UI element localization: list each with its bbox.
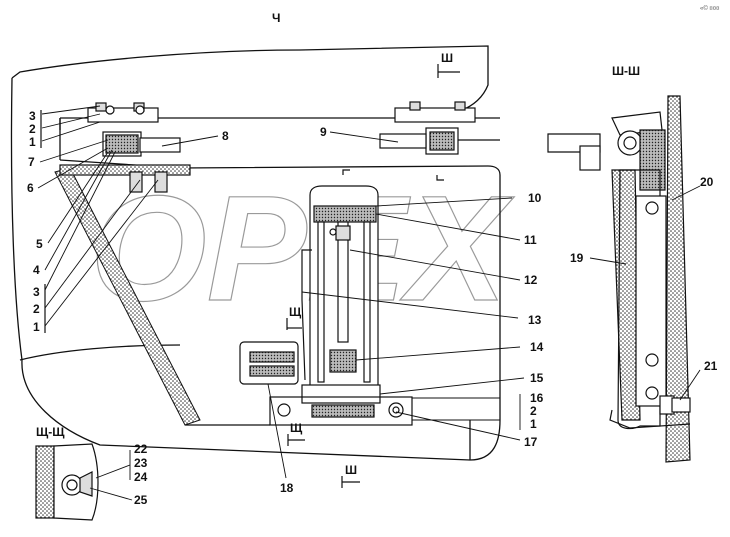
callout-13: 13 (528, 313, 542, 327)
callout-7: 7 (28, 155, 35, 169)
cut-label-shch-bottom: Щ (290, 421, 303, 435)
callout-15: 15 (530, 371, 544, 385)
side-leaders (589, 185, 701, 401)
cut-label-main-top: Ш (441, 51, 453, 65)
callout-18: 18 (280, 481, 294, 495)
callout-11: 11 (524, 233, 537, 247)
callout-20: 20 (700, 175, 714, 189)
detail-leaders (89, 450, 133, 501)
callout-10: 10 (528, 191, 542, 205)
callout-5: 5 (36, 237, 43, 251)
central-mechanism (269, 185, 413, 426)
callout-4: 4 (33, 263, 40, 277)
cut-label-shch-left: Щ (289, 305, 302, 319)
callout-24: 24 (134, 470, 148, 484)
callout-14: 14 (530, 340, 544, 354)
detail-view (35, 443, 99, 521)
cut-marks (286, 64, 460, 488)
cut-label-sh-bottom: Ш (345, 463, 357, 477)
callout-23: 23 (134, 456, 148, 470)
right-plate (411, 397, 501, 421)
callout-8: 8 (222, 129, 229, 143)
callout-3-bottom: 3 (33, 285, 40, 299)
callout-17: 17 (524, 435, 538, 449)
view-label: Ч (272, 11, 280, 25)
right-bracket (379, 101, 500, 155)
callout-1-top: 1 (29, 135, 36, 149)
callout-25: 25 (134, 493, 148, 507)
callout-3-top: 3 (29, 109, 36, 123)
leader-lines (37, 105, 525, 479)
callout-2-right: 2 (530, 404, 537, 418)
corner-mark: «© ¤¤¤ (700, 5, 719, 12)
callout-12: 12 (524, 273, 538, 287)
callout-9: 9 (320, 125, 327, 139)
side-view-title: Ш-Ш (612, 64, 640, 78)
callout-6: 6 (27, 181, 34, 195)
callout-16: 16 (530, 391, 544, 405)
part-18-box (239, 341, 299, 385)
side-view (547, 95, 691, 463)
callout-2-top: 2 (29, 122, 36, 136)
callout-2-bottom: 2 (33, 302, 40, 316)
callout-19: 19 (570, 251, 584, 265)
callout-1-bottom: 1 (33, 320, 40, 334)
left-bracket (59, 102, 191, 193)
callout-1-right: 1 (530, 417, 537, 431)
detail-title: Щ-Щ (36, 425, 65, 439)
callout-21: 21 (704, 359, 718, 373)
callout-22: 22 (134, 442, 148, 456)
